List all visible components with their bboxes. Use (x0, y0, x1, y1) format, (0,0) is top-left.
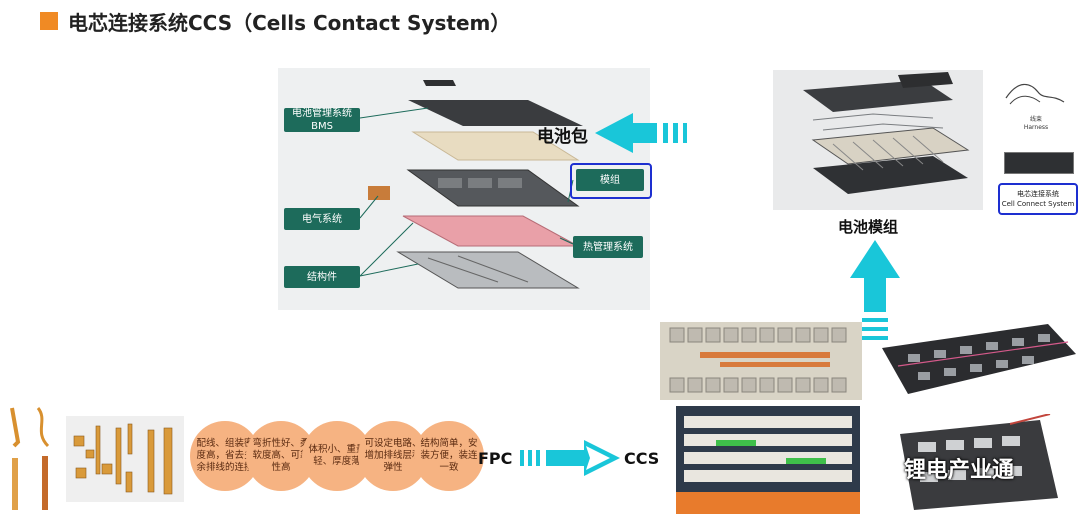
bms-label: 电池管理系统 BMS (284, 108, 360, 132)
feature-circle-3: 体积小、重量轻、厚度薄 (302, 421, 372, 491)
arrow-left-icon (595, 113, 687, 153)
feature-circle-5: 结构简单，安装方便，装连一致 (414, 421, 484, 491)
pack-top-cover (408, 100, 583, 126)
pack-thermal-layer (402, 215, 579, 247)
bms-leader-line (359, 107, 429, 119)
battery-module-label: 电池模组 (838, 218, 899, 236)
ccs-label-en: Cell Connect System (1001, 200, 1075, 208)
fpc-photo-small (4, 402, 58, 514)
ccs-photo-bottom-left (676, 406, 860, 514)
feature-circle-1: 配线、组装密度高，省去多余排线的连接 (190, 421, 260, 491)
thermal-management-label: 热管理系统 (573, 236, 643, 258)
ccs-photo-top-right (878, 320, 1078, 398)
pack-insulation-layer (411, 131, 580, 161)
arrow-up-icon (850, 240, 900, 340)
pack-tray-layer (396, 251, 580, 289)
module-highlight: 模组 (570, 163, 652, 199)
ccs-photo-top-left (660, 322, 862, 400)
ccs-label: CCS (624, 449, 660, 468)
ccs-label-cn: 电芯连接系统 (1017, 190, 1059, 198)
structure-label: 结构件 (284, 266, 360, 288)
pack-top-connector (423, 80, 456, 86)
module-base (813, 156, 968, 194)
pack-layers-illustration (359, 80, 583, 289)
battery-pack-label: 电池包 (537, 127, 588, 147)
ccs-strip-image (1004, 152, 1074, 174)
watermark: 锂电产业通 (868, 452, 1014, 484)
module-illustration (803, 72, 970, 194)
pack-module-layer (406, 169, 580, 207)
module-label: 模组 (576, 169, 644, 191)
harness-label: 线束 Harness (1023, 116, 1049, 131)
module-cell-row (811, 127, 970, 165)
electrical-system-label: 电气系统 (284, 208, 360, 230)
thermal-leader-line (559, 237, 574, 245)
module-top-cover (803, 80, 953, 112)
fpc-photo-large (66, 416, 184, 502)
watermark-text: 锂电产业通 (904, 458, 1015, 483)
harness-icon (1005, 83, 1065, 105)
pack-electrical-box (368, 186, 390, 200)
ccs-photo-bottom-right (890, 413, 1062, 512)
fpc-label: FPC (478, 449, 513, 468)
arrow-right-icon (520, 440, 620, 476)
wechat-icon (868, 456, 898, 480)
page-title: 电芯连接系统CCS（Cells Contact System） (68, 11, 511, 35)
title-accent-square (40, 12, 58, 30)
structure-leader-line (359, 263, 419, 277)
electrical-leader-line (359, 195, 379, 219)
feature-circles: 配线、组装密度高，省去多余排线的连接 弯折性好、柔软度高、可靠性高 体积小、重量… (190, 421, 484, 493)
ccs-module-highlight: 电芯连接系统 Cell Connect System (998, 183, 1078, 215)
battery-module-view (773, 70, 983, 210)
